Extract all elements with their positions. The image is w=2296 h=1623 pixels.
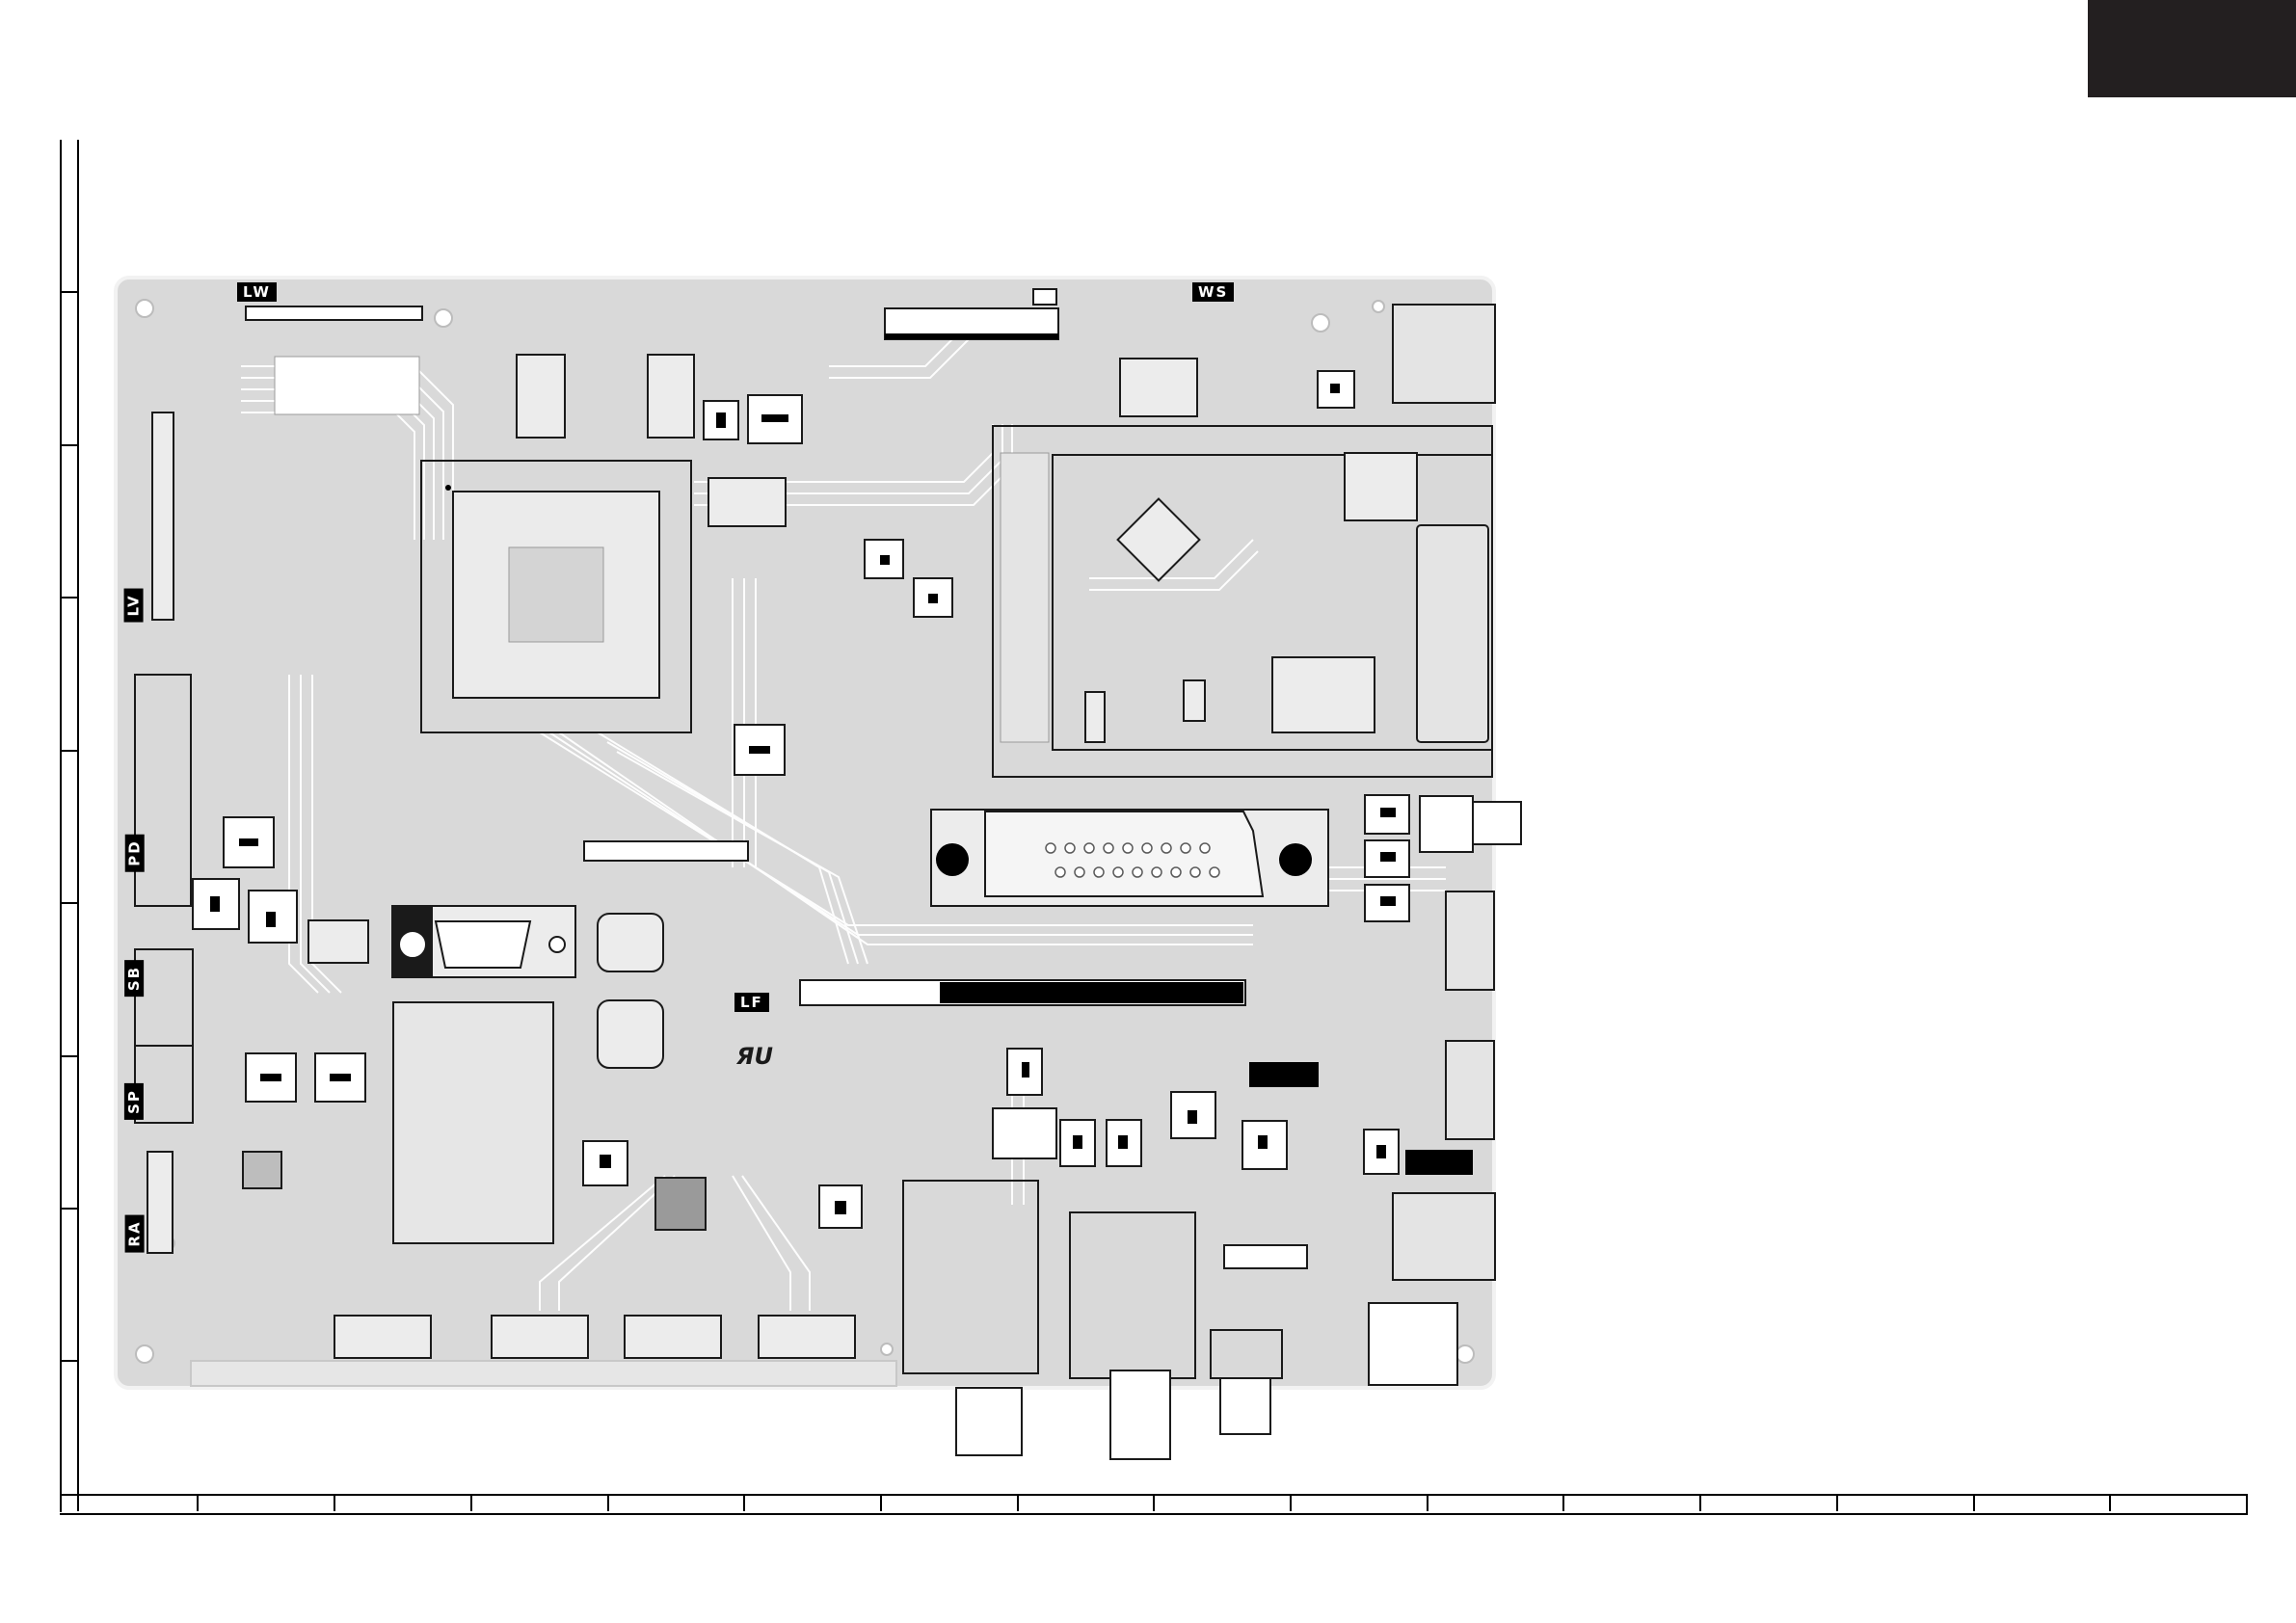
ra-connector (147, 1152, 173, 1253)
ul-mark-icon: ЯU (735, 1043, 773, 1070)
right-top-jack (1393, 305, 1495, 403)
tuner-ic (1345, 453, 1417, 520)
hdmi-block (393, 1002, 553, 1243)
memory-chip (517, 355, 565, 438)
board-label-lf: LF (734, 993, 769, 1012)
scart-housing (985, 812, 1263, 896)
bottom-edge-strip (191, 1361, 896, 1386)
tuner-pins (1001, 453, 1049, 742)
right-connector (1446, 1041, 1494, 1139)
board-label-lw: LW (237, 282, 277, 302)
board-label-lv: LV (124, 588, 144, 622)
usb-connector (1369, 1303, 1457, 1385)
main-bga-core (509, 547, 603, 642)
ic-chip (243, 1152, 281, 1188)
left-ruler-ticks (60, 292, 77, 1361)
rca-jack (956, 1388, 1022, 1455)
right-connector (1446, 891, 1494, 990)
audio-jack (1420, 796, 1473, 852)
lw-connector-pads (275, 357, 419, 414)
memory-chip (648, 355, 694, 438)
qfp-chip (655, 1178, 706, 1230)
tuner-module (1417, 525, 1488, 742)
ic-chip (708, 478, 786, 526)
lv-connector (152, 412, 174, 620)
board-label-ws: WS (1192, 282, 1234, 302)
component (1224, 1245, 1307, 1268)
long-connector-fill (940, 982, 1243, 1003)
bottom-ruler-ticks (198, 1494, 2110, 1511)
small-ic (1184, 680, 1205, 721)
small-ic (1085, 692, 1105, 742)
black-bar (1249, 1062, 1319, 1087)
black-bar (1405, 1150, 1473, 1175)
lw-connector (246, 306, 422, 320)
tuner-chip (1272, 657, 1375, 732)
capacitor (598, 914, 663, 971)
right-connector (1393, 1193, 1495, 1280)
coil (308, 920, 368, 963)
board-label-pd: PD (125, 834, 145, 871)
board-label-sp: SP (124, 1083, 144, 1120)
board-label-sb: SB (124, 960, 144, 997)
rca-jack (1220, 1378, 1270, 1434)
capacitor (598, 1000, 663, 1068)
rca-jack (1110, 1370, 1170, 1459)
audio-ic (993, 1108, 1056, 1158)
top-ic (1120, 359, 1197, 416)
mid-connector (584, 841, 748, 861)
board-label-ra: RA (125, 1214, 145, 1252)
